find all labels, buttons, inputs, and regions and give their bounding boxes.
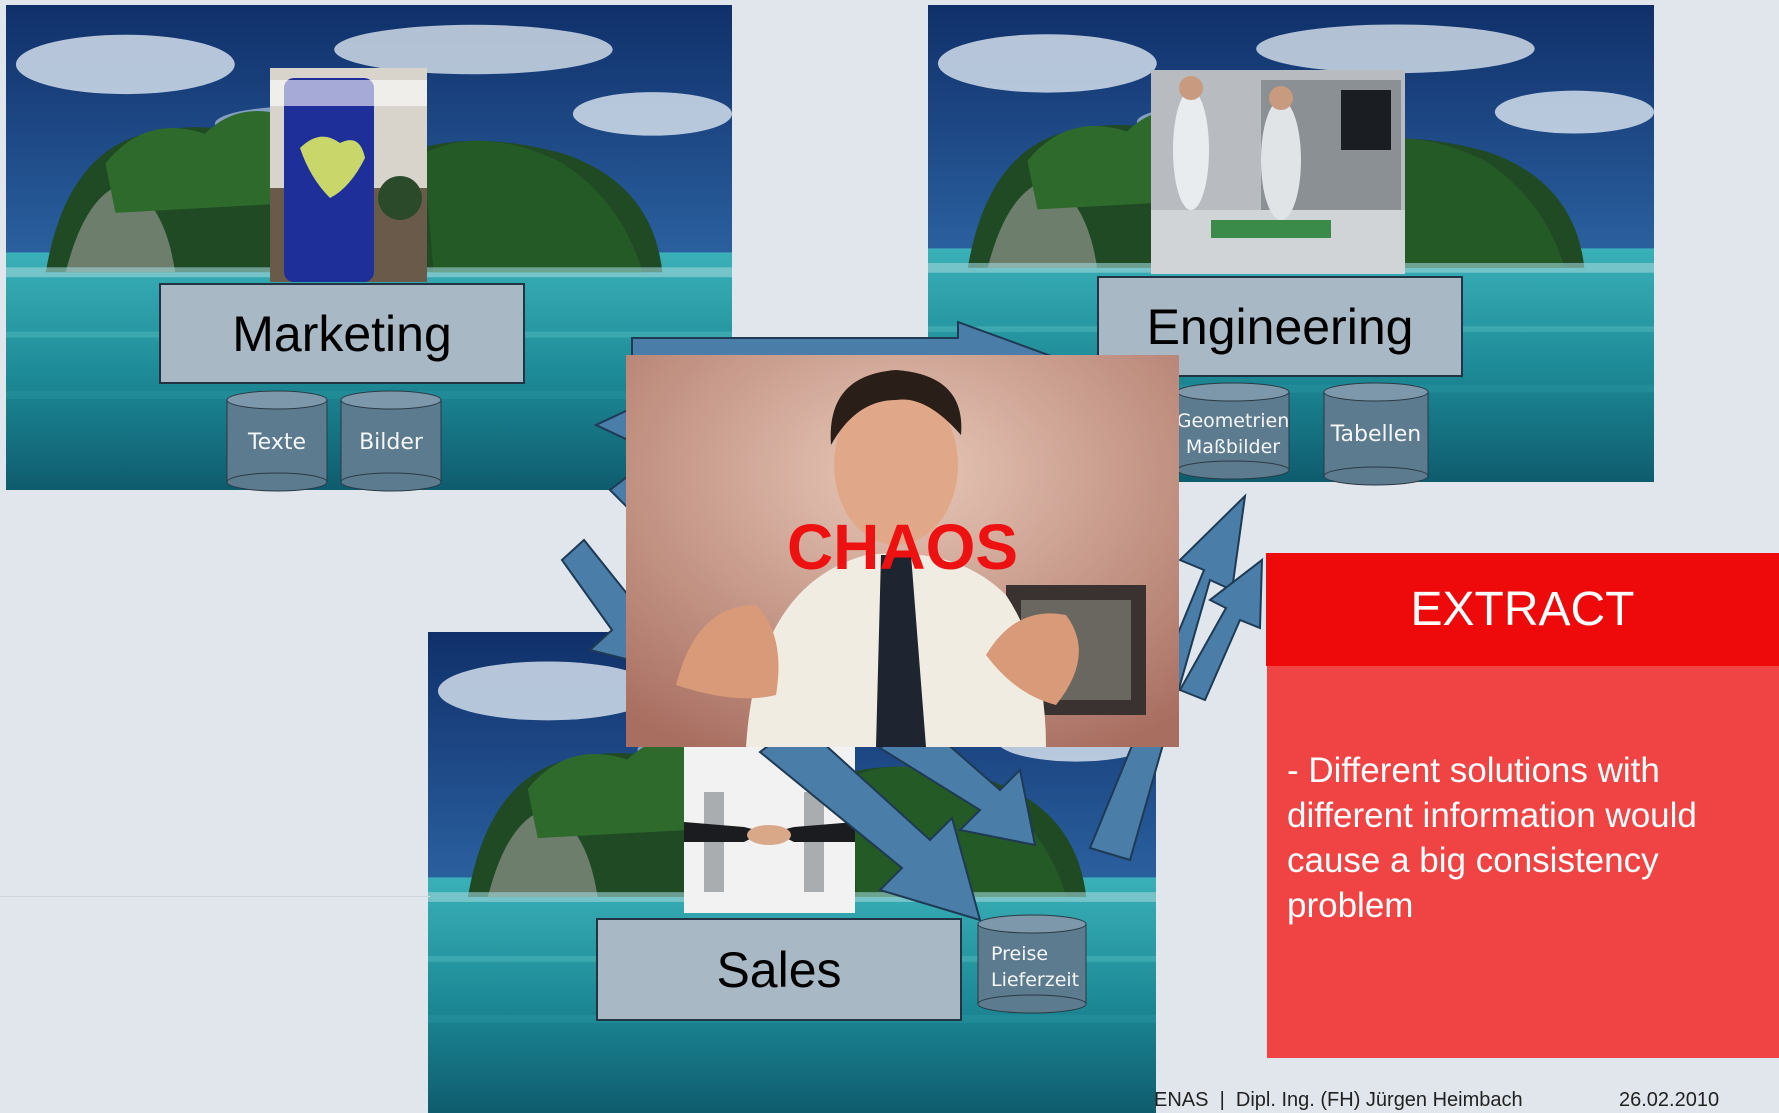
- extract-title: EXTRACT: [1266, 553, 1779, 666]
- store-preise: Preise Lieferzeit: [977, 914, 1087, 1014]
- store-texte-label: Texte: [247, 430, 307, 455]
- store-tabellen-label: Tabellen: [1330, 422, 1422, 447]
- chaos-title: CHAOS: [786, 511, 1019, 583]
- store-preise-label: Preise Lieferzeit: [991, 943, 1080, 991]
- marketing-photo: [270, 68, 427, 282]
- footer-date: 26.02.2010: [1619, 1089, 1720, 1111]
- sales-label: Sales: [596, 918, 962, 1021]
- marketing-label: Marketing: [159, 283, 525, 384]
- store-geometrien: Geometrien Maßbilder: [1176, 382, 1290, 480]
- store-texte: Texte: [226, 390, 328, 492]
- sales-photo: [684, 742, 855, 913]
- arrow-chaos-to-engineering: [1178, 557, 1264, 702]
- divider-line: [0, 896, 430, 897]
- extract-body-text: - Different solutions with different inf…: [1287, 751, 1697, 925]
- store-geometrien-label: Geometrien Maßbilder: [1176, 410, 1290, 458]
- chaos-photo: [626, 355, 1179, 747]
- store-bilder: Bilder: [340, 390, 442, 492]
- footer-author: ENAS | Dipl. Ing. (FH) Jürgen Heimbach: [1154, 1089, 1523, 1111]
- engineering-photo: [1151, 70, 1405, 274]
- extract-body: - Different solutions with different inf…: [1267, 666, 1779, 1058]
- store-bilder-label: Bilder: [359, 430, 423, 455]
- store-tabellen: Tabellen: [1323, 382, 1429, 486]
